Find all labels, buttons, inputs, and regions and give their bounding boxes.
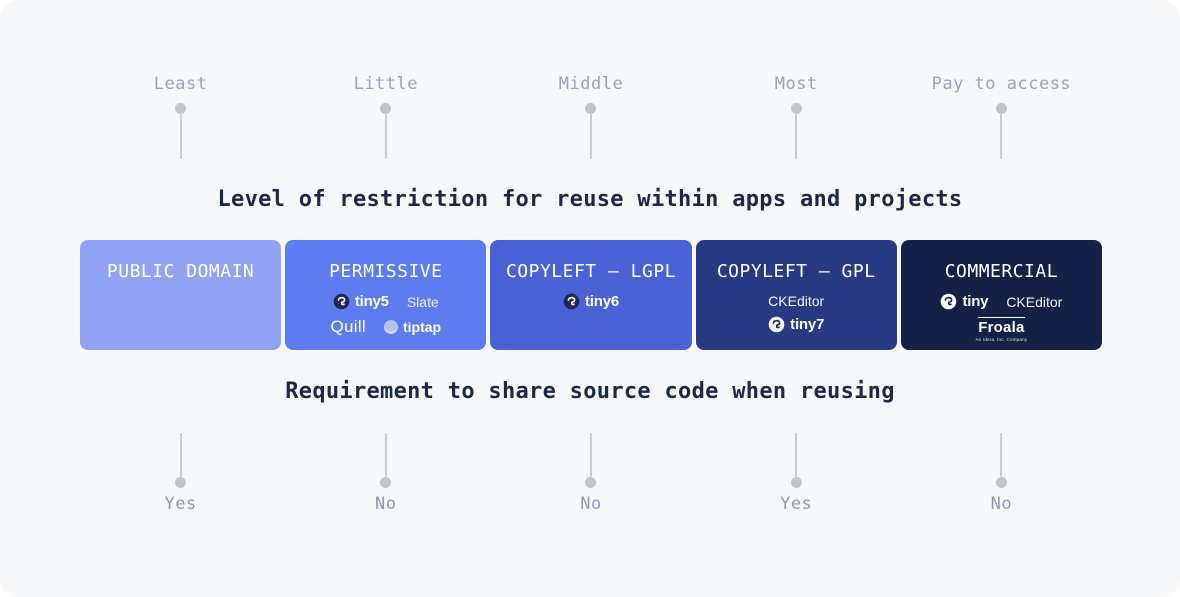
tiny-logo-wordmark: tiny5: [354, 293, 389, 310]
pin-dot: [380, 477, 392, 488]
ckeditor-logo: CKEditor: [768, 293, 825, 309]
tiptap-logo-icon: [383, 320, 398, 334]
share-marker-label: No: [990, 494, 1013, 514]
pin-dot: [995, 477, 1007, 488]
pin-line: [1000, 433, 1003, 477]
restriction-marker-label: Least: [153, 74, 208, 94]
froala-logo-subtext: An Idera, Inc. Company: [975, 337, 1028, 342]
share-marker-1-no: No: [285, 433, 486, 514]
pin-dot: [380, 103, 392, 114]
logo-row: tiny5 Slate: [333, 293, 439, 310]
pin-dot: [585, 477, 597, 488]
license-card-logos: tiny6: [563, 293, 619, 310]
tiny-logo-icon: [563, 293, 580, 310]
logo-row: tiny CKEditor: [940, 293, 1062, 310]
tiny-logo-wordmark: tiny6: [584, 293, 619, 310]
pin-line: [589, 433, 592, 477]
license-card-logos: CKEditor tiny7: [768, 293, 824, 333]
license-card-copyleft-gpl: COPYLEFT — GPL CKEditor tiny7: [695, 240, 897, 350]
share-markers-row: Yes No No Yes No: [80, 433, 1102, 514]
restriction-marker-label: Most: [774, 74, 818, 94]
license-card-title: PERMISSIVE: [329, 261, 443, 282]
tiny-logo-icon: [333, 293, 350, 310]
tiny-logo-icon: [941, 293, 957, 310]
share-axis-title: Requirement to share source code when re…: [285, 379, 895, 404]
logo-row: tiny7: [768, 316, 824, 333]
pin-line: [384, 114, 387, 159]
logo-row: Quill tiptap: [330, 317, 441, 337]
license-card-copyleft-lgpl: COPYLEFT — LGPL tiny6: [490, 240, 692, 350]
share-marker-3-yes: Yes: [696, 433, 897, 514]
share-marker-label: Yes: [780, 494, 813, 514]
license-card-public-domain: PUBLIC DOMAIN: [80, 240, 282, 350]
pin-line: [384, 433, 387, 477]
pin-dot: [585, 103, 597, 114]
share-marker-label: Yes: [164, 494, 197, 514]
restriction-marker-label: Pay to access: [931, 74, 1072, 94]
restriction-marker-little: Little: [285, 74, 486, 159]
restriction-marker-pay-to-access: Pay to access: [901, 74, 1102, 159]
quill-logo: Quill: [330, 317, 366, 336]
share-marker-2-no: No: [490, 433, 691, 514]
restriction-markers-row: Least Little Middle Most Pay to access: [80, 74, 1102, 159]
pin-line: [589, 114, 592, 159]
tiptap-logo: tiptap: [383, 319, 442, 335]
slate-logo: Slate: [406, 293, 439, 310]
share-marker-label: No: [375, 494, 397, 514]
tiny6-logo: tiny6: [563, 293, 619, 310]
share-marker-label: No: [580, 494, 602, 514]
restriction-marker-label: Middle: [558, 74, 624, 94]
pin-dot: [175, 103, 187, 114]
share-marker-0-yes: Yes: [80, 433, 281, 514]
restriction-axis-title: Level of restriction for reuse within ap…: [217, 187, 963, 212]
pin-line: [179, 114, 182, 159]
tiny7-logo: tiny7: [768, 316, 824, 333]
tiny5-logo: tiny5: [333, 293, 389, 310]
license-card-title: COPYLEFT — GPL: [716, 261, 876, 282]
pin-dot: [995, 103, 1007, 114]
pin-dot: [790, 477, 802, 488]
ckeditor-logo: CKEditor: [1006, 293, 1063, 310]
logo-row: CKEditor: [768, 293, 824, 309]
pin-dot: [175, 477, 187, 488]
license-card-title: PUBLIC DOMAIN: [106, 261, 255, 282]
restriction-marker-label: Little: [353, 74, 418, 94]
tiny-logo: tiny: [940, 293, 989, 310]
restriction-marker-least: Least: [80, 74, 281, 159]
tiny-logo-icon: [768, 316, 785, 333]
pin-line: [1000, 114, 1003, 159]
tiny-logo-wordmark: tiny: [962, 293, 989, 310]
license-card-title: COPYLEFT — LGPL: [505, 261, 677, 282]
logo-row: tiny6: [563, 293, 619, 310]
pin-line: [795, 433, 798, 477]
license-card-title: COMMERCIAL: [944, 261, 1059, 282]
tiptap-logo-wordmark: tiptap: [402, 319, 442, 335]
pin-line: [179, 433, 182, 477]
restriction-marker-middle: Middle: [490, 74, 691, 159]
tiny-logo-wordmark: tiny7: [790, 316, 825, 333]
restriction-marker-most: Most: [696, 74, 897, 159]
share-marker-4-no: No: [901, 433, 1102, 514]
pin-dot: [790, 103, 802, 114]
pin-line: [795, 114, 798, 159]
froala-logo-wordmark: Froala: [978, 317, 1025, 336]
